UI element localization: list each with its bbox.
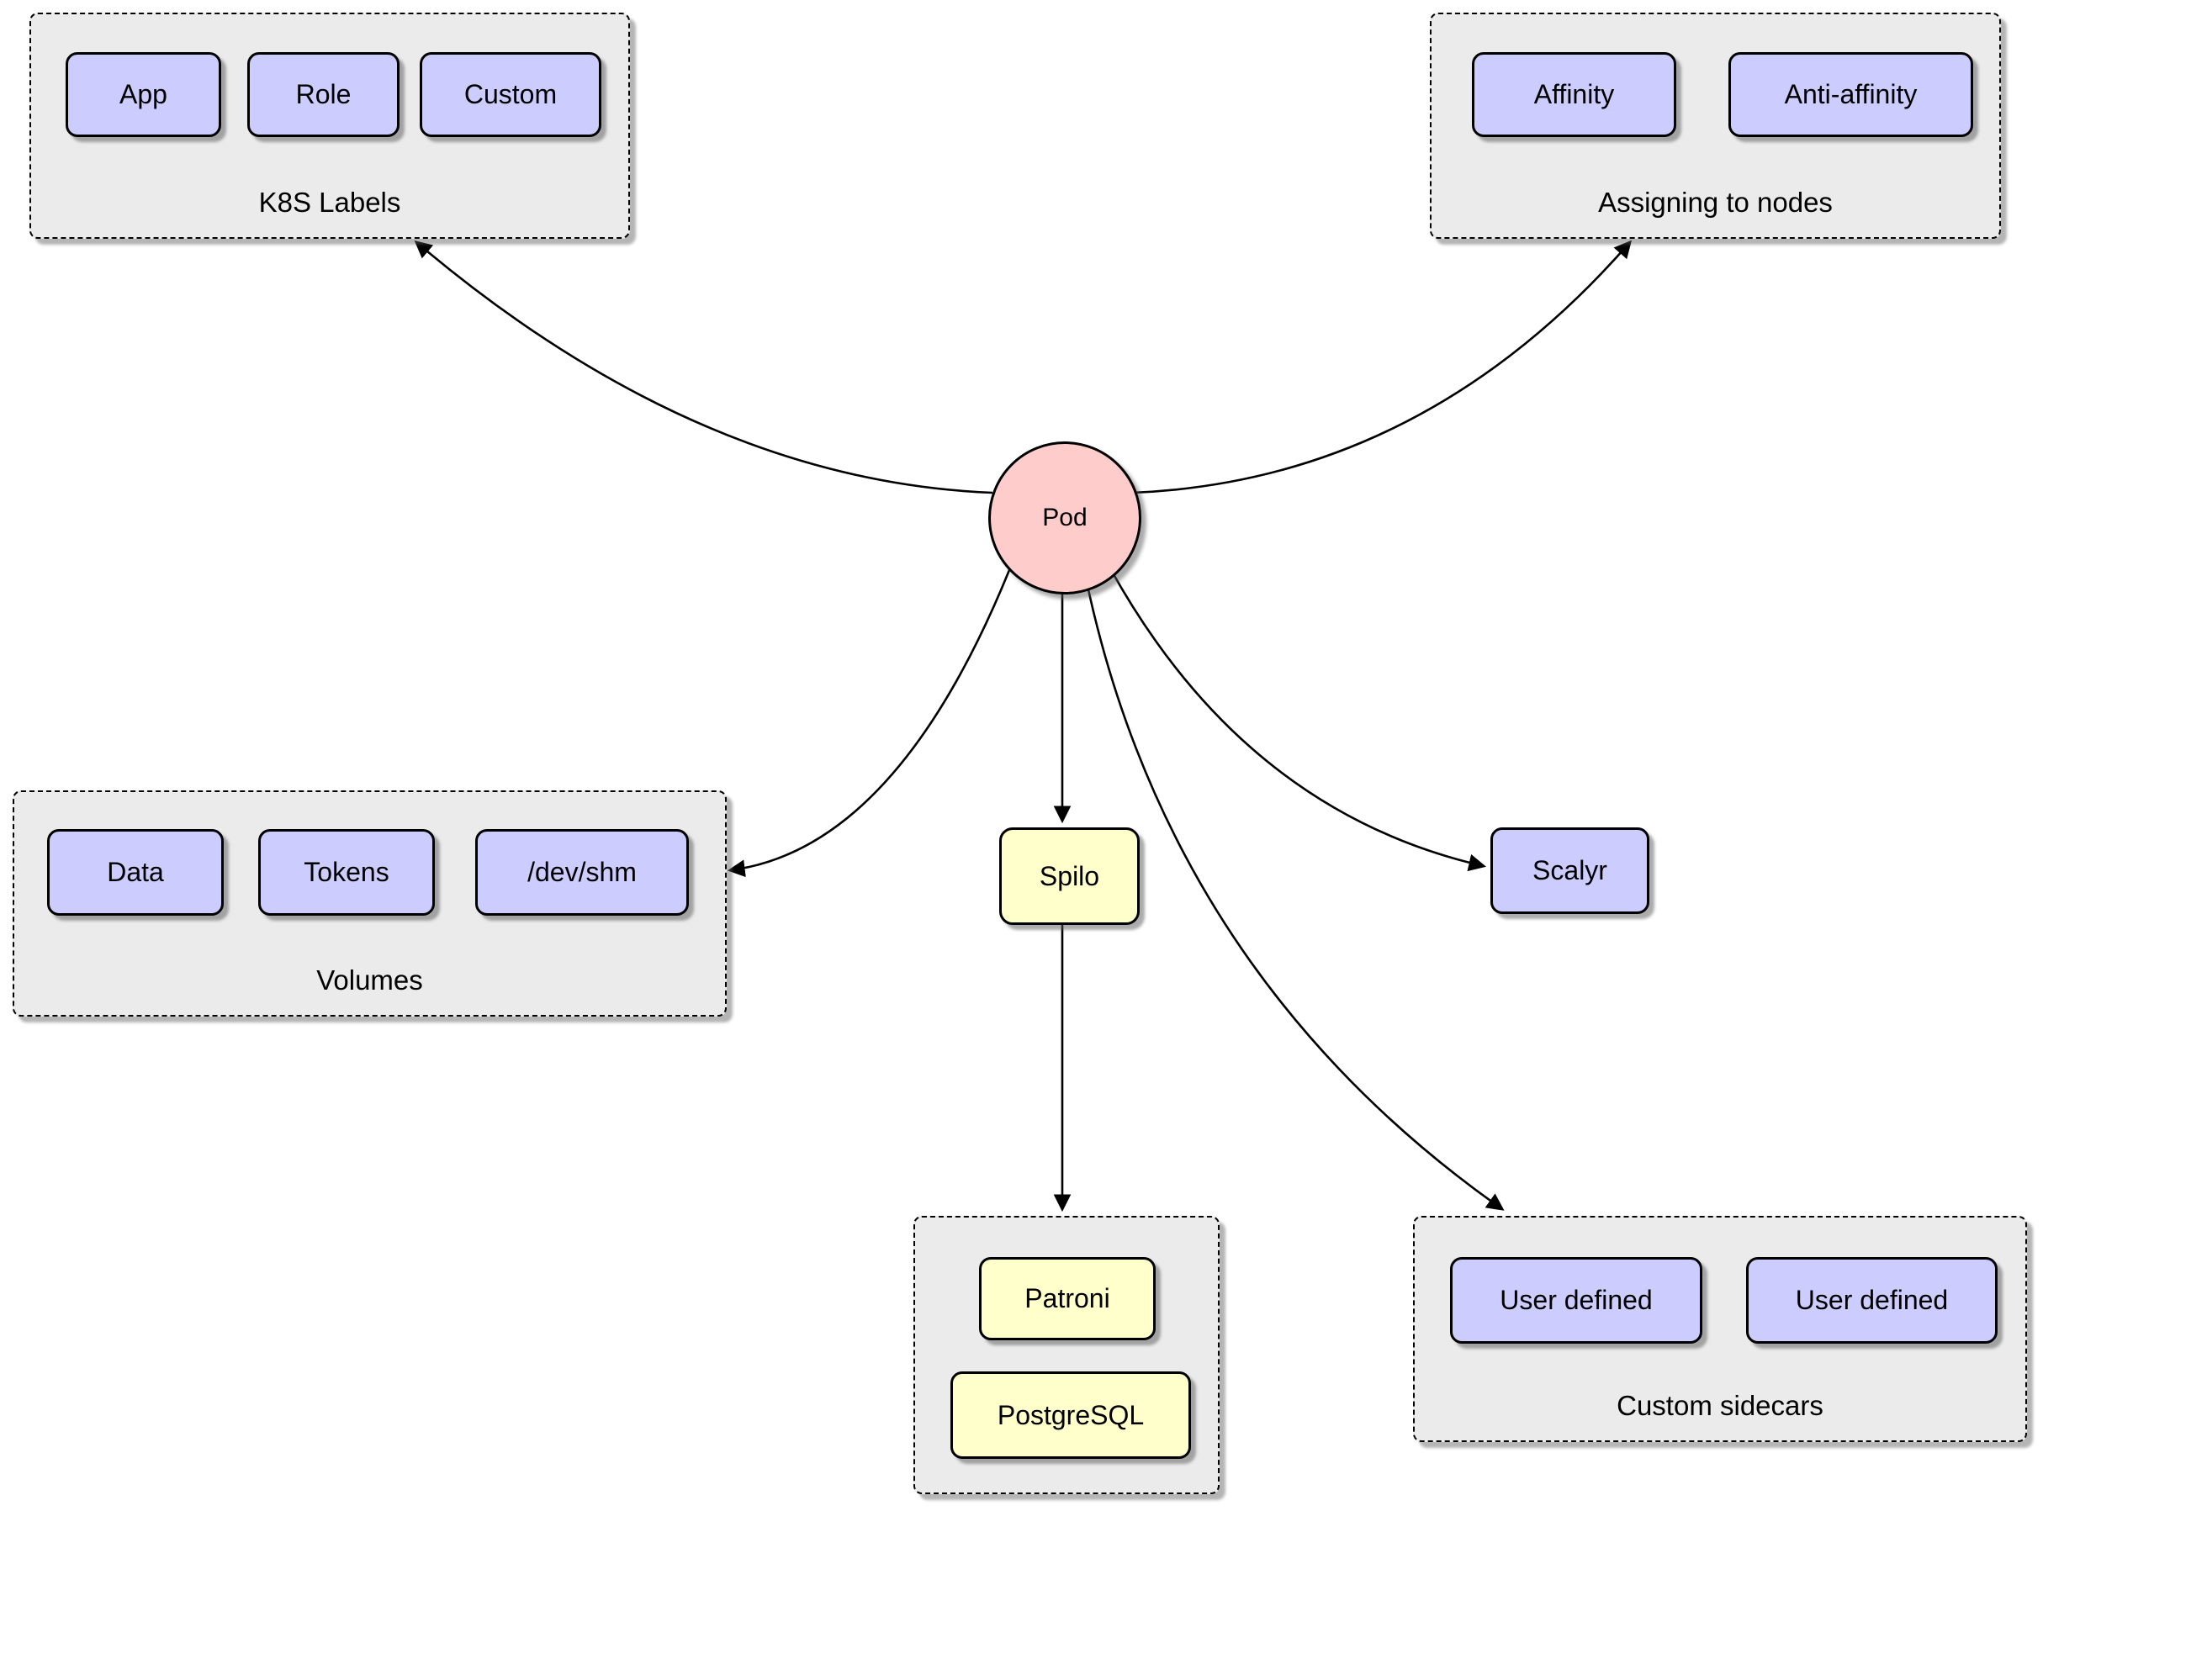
edge-pod-volumes — [727, 569, 1011, 878]
node-app: App — [66, 52, 221, 137]
group-spilo-containers: Patroni PostgreSQL — [913, 1216, 1220, 1494]
node-dev-shm: /dev/shm — [475, 829, 689, 916]
node-custom: Custom — [420, 52, 601, 137]
group-volumes: Data Tokens /dev/shm Volumes — [13, 790, 727, 1017]
group-assigning-to-nodes: Affinity Anti-affinity Assigning to node… — [1430, 13, 2001, 239]
node-affinity: Affinity — [1472, 52, 1676, 137]
node-spilo: Spilo — [999, 827, 1140, 925]
edge-pod-custom-sidecars — [1085, 581, 1505, 1211]
edge-pod-scalyr — [1109, 568, 1487, 872]
group-caption-k8s-labels: K8S Labels — [258, 187, 401, 218]
node-user-defined-1: User defined — [1450, 1257, 1702, 1344]
group-caption-volumes: Volumes — [316, 964, 423, 996]
edge-pod-k8s-labels — [414, 240, 993, 494]
node-role: Role — [247, 52, 400, 137]
edge-pod-assigning — [1131, 240, 1633, 494]
group-custom-sidecars: User defined User defined Custom sidecar… — [1413, 1216, 2027, 1442]
node-user-defined-2: User defined — [1746, 1257, 1998, 1344]
group-k8s-labels: App Role Custom K8S Labels — [29, 13, 630, 239]
group-caption-assigning-to-nodes: Assigning to nodes — [1598, 187, 1833, 218]
group-caption-custom-sidecars: Custom sidecars — [1617, 1390, 1823, 1421]
pod-node: Pod — [988, 441, 1141, 594]
node-patroni: Patroni — [979, 1257, 1156, 1340]
node-data: Data — [47, 829, 224, 916]
node-scalyr: Scalyr — [1490, 827, 1649, 914]
node-anti-affinity: Anti-affinity — [1728, 52, 1973, 137]
node-tokens: Tokens — [258, 829, 435, 916]
node-postgresql: PostgreSQL — [950, 1371, 1191, 1459]
